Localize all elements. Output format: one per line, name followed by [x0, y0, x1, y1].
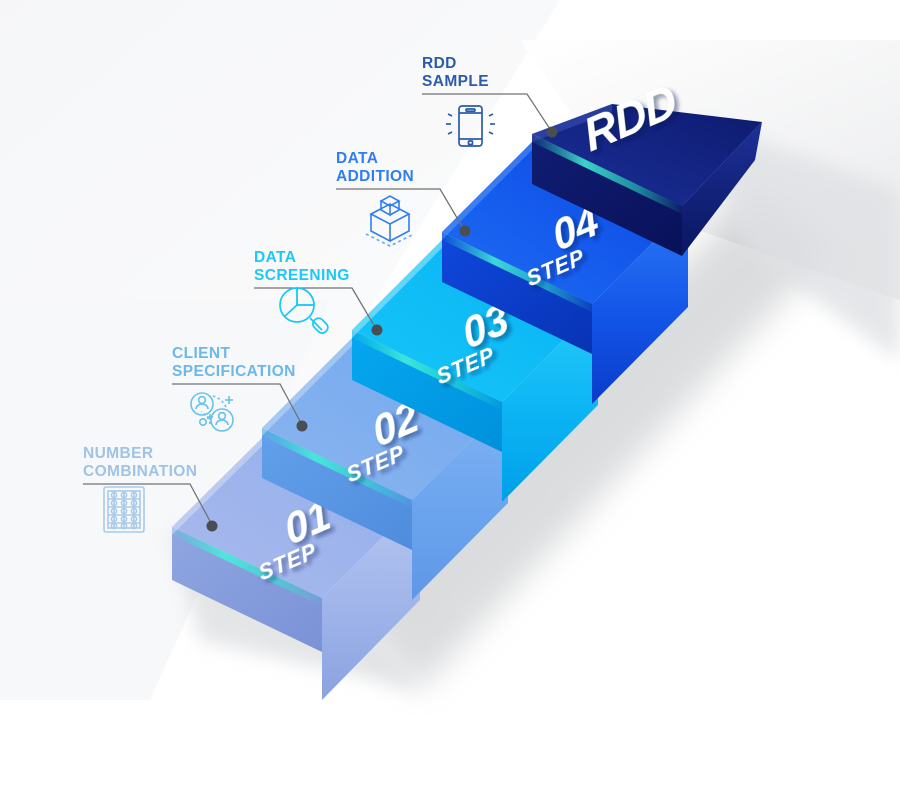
callout-rdd-sample[interactable]: RDD SAMPLE: [422, 55, 558, 147]
callout-4-leader-line: [336, 188, 464, 229]
callout-data-addition[interactable]: DATA ADDITION: [336, 150, 471, 247]
step-05-side: [532, 134, 682, 256]
callout-1-leader-line: [83, 483, 212, 524]
step-05-riser: [682, 122, 762, 256]
callout-3-label-line2: SCREENING: [254, 267, 350, 284]
step-02-side: [262, 428, 412, 550]
ringing-phone-icon: [446, 105, 495, 147]
step-01-riser: [322, 500, 420, 700]
step-04-side: [442, 232, 592, 354]
callout-4-leader-dot: [459, 225, 471, 237]
step-01-edge-glow: [172, 527, 322, 606]
callout-4-label-line1: DATA: [336, 150, 378, 167]
callout-client-specification[interactable]: CLIENT SPECIFICATION: [172, 345, 308, 432]
step-03-side: [352, 330, 502, 452]
step-04[interactable]: 04 STEP: [442, 137, 688, 404]
callout-2-label-line1: CLIENT: [172, 345, 230, 362]
callout-3-leader-dot: [371, 324, 383, 336]
step-03-riser: [502, 305, 598, 502]
ground-shadow-group: [330, 190, 830, 690]
callout-3-label-line1: DATA: [254, 249, 296, 266]
callout-number-combination[interactable]: NUMBER COMBINATION: [83, 445, 218, 533]
callout-5-leader-dot: [546, 126, 558, 138]
step-01-nose-highlight: [172, 432, 268, 535]
callout-5-label-line1: RDD: [422, 55, 457, 72]
step-03-edge-glow: [352, 330, 502, 410]
step-04-riser: [592, 207, 688, 404]
callout-1-label-line1: NUMBER: [83, 445, 153, 462]
callout-1-label-line2: COMBINATION: [83, 463, 197, 480]
pie-chart-magnifier-icon: [279, 287, 329, 334]
step-02-riser: [412, 403, 508, 600]
step-02-edge-glow: [262, 428, 412, 508]
background-wash-lower: [0, 300, 330, 700]
callout-2-leader-dot: [296, 420, 308, 432]
user-network-icon: [190, 392, 234, 432]
step-01-side: [172, 527, 322, 652]
step-05-edge-glow: [532, 134, 682, 214]
step-03-nose-highlight: [352, 235, 447, 338]
step-05-tread: [532, 104, 762, 206]
callout-1-leader-dot: [206, 520, 218, 532]
step-04-edge-glow: [442, 232, 592, 312]
step-04-nose-highlight: [442, 137, 537, 240]
callout-2-label-line2: SPECIFICATION: [172, 363, 296, 380]
callout-2-leader-line: [172, 383, 302, 424]
abacus-icon: [103, 486, 145, 533]
callout-5-leader-line: [422, 93, 551, 130]
right-soft-shadow: [700, 120, 900, 360]
callout-3-leader-line: [254, 287, 376, 328]
callout-5-label-line2: SAMPLE: [422, 73, 489, 90]
staircase-group: 01 STEP 02 STEP 03 STEP: [170, 74, 762, 700]
callout-4-label-line2: ADDITION: [336, 168, 414, 185]
callout-data-screening[interactable]: DATA SCREENING: [254, 249, 383, 336]
cube-stack-icon: [365, 195, 415, 247]
step-02-nose-highlight: [262, 333, 357, 436]
